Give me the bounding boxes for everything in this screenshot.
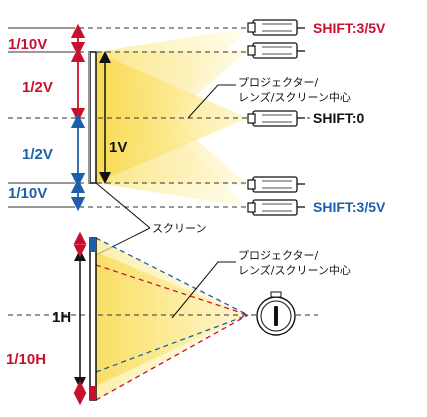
screen-leader-top — [95, 182, 151, 229]
screen-bottom — [89, 237, 97, 401]
bottom-note-line1: プロジェクター/ — [238, 249, 319, 262]
bottom-note-leader — [171, 261, 236, 319]
shift-top-label: SHIFT:3/5V — [313, 20, 386, 36]
half-v-bottom-label: 1/2V — [22, 146, 53, 163]
projector-side-icon — [247, 110, 305, 127]
one-h-label: 1H — [52, 309, 71, 326]
center-note-line2: レンズ/スクリーン中心 — [238, 90, 351, 104]
projector-side-icon — [247, 176, 305, 193]
one-v-label: 1V — [109, 139, 127, 156]
left-ticks — [8, 27, 72, 208]
half-v-top-label: 1/2V — [22, 79, 53, 96]
center-note-leader — [187, 84, 236, 119]
screen-top — [88, 51, 97, 184]
shift-center-label: SHIFT:0 — [313, 110, 365, 126]
one-tenth-v-top-label: 1/10V — [8, 36, 47, 53]
projector-side-icon — [247, 199, 305, 216]
bottom-note-line2: レンズ/スクリーン中心 — [238, 263, 351, 277]
projection-edges — [95, 237, 249, 401]
shift-bottom-label: SHIFT:3/5V — [313, 199, 386, 215]
projector-side-icon — [247, 42, 305, 59]
screen-label: スクリーン — [152, 222, 206, 235]
one-tenth-v-bottom-label: 1/10V — [8, 185, 47, 202]
one-tenth-h-label: 1/10H — [6, 351, 46, 368]
center-note-line1: プロジェクター/ — [238, 76, 319, 89]
projector-side-icon — [247, 19, 305, 36]
projector-front-icon — [256, 291, 296, 336]
